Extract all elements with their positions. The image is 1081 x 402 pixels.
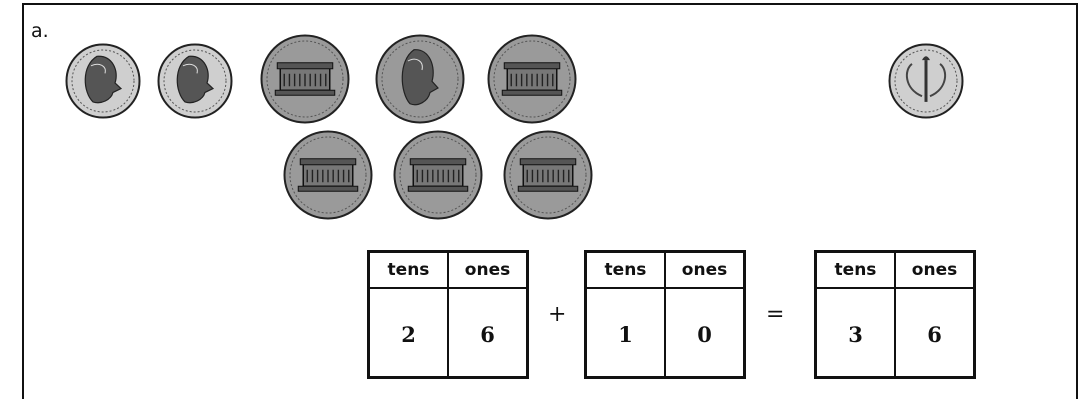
penny-heads-icon	[375, 34, 465, 124]
ones-value: 6	[448, 288, 527, 377]
problem-label: a.	[31, 20, 49, 42]
place-value-chart-addend-1: tens ones 2 6	[367, 250, 529, 379]
ones-header: ones	[895, 252, 974, 288]
tens-value: 1	[586, 288, 665, 377]
penny-tails-icon	[503, 130, 593, 220]
dime-heads-icon	[157, 43, 233, 119]
penny-tails-icon	[283, 130, 373, 220]
tens-header: tens	[369, 252, 448, 288]
penny-tails-icon	[260, 34, 350, 124]
tens-header: tens	[586, 252, 665, 288]
equals-sign: =	[766, 302, 784, 327]
tens-value: 2	[369, 288, 448, 377]
penny-tails-icon	[393, 130, 483, 220]
ones-header: ones	[448, 252, 527, 288]
place-value-chart-sum: tens ones 3 6	[814, 250, 976, 379]
dime-heads-icon	[65, 43, 141, 119]
plus-sign: +	[548, 302, 566, 327]
tens-header: tens	[816, 252, 895, 288]
tens-value: 3	[816, 288, 895, 377]
ones-value: 0	[665, 288, 744, 377]
dime-tails-icon	[888, 43, 964, 119]
penny-tails-icon	[487, 34, 577, 124]
place-value-chart-addend-2: tens ones 1 0	[584, 250, 746, 379]
ones-value: 6	[895, 288, 974, 377]
ones-header: ones	[665, 252, 744, 288]
